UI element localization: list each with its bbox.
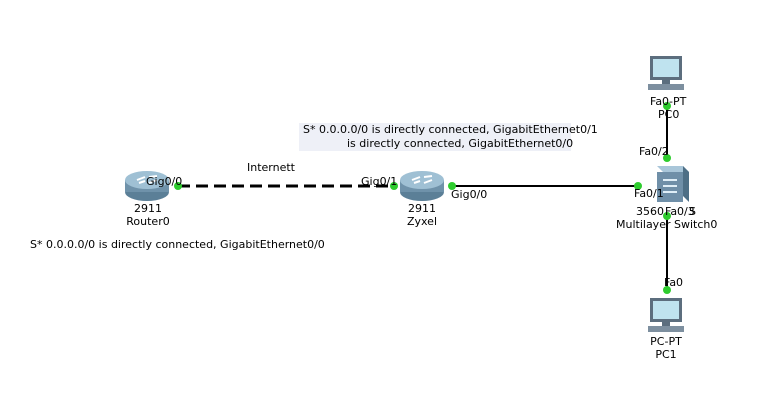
port-status-dot [448, 182, 456, 190]
router0-name: Router0 [126, 215, 170, 228]
switch-port-bottom-suffix: S [689, 205, 696, 218]
port-status-dot [663, 286, 671, 294]
zyxel-route-note: S* 0.0.0.0/0 is directly connected, Giga… [299, 123, 598, 151]
switch-port-top-label: Fa0/2 [639, 145, 669, 158]
zyxel-route-line1: S* 0.0.0.0/0 is directly connected, Giga… [303, 123, 598, 136]
pc0-model: Fa0-PT [650, 95, 687, 108]
switch-icon[interactable] [657, 166, 689, 202]
zyxel-port-right-label: Gig0/0 [451, 188, 488, 201]
pc1-name: PC1 [655, 348, 677, 361]
router-icon[interactable] [125, 171, 169, 201]
switch-model: 3560 [636, 205, 664, 218]
router0-model: 2911 [134, 202, 162, 215]
router0-route-note: S* 0.0.0.0/0 is directly connected, Giga… [30, 238, 325, 251]
pc-icon[interactable] [648, 56, 684, 90]
router-icon[interactable] [400, 171, 444, 201]
port-status-dot [390, 182, 398, 190]
pc-icon[interactable] [648, 298, 684, 332]
zyxel-name: Zyxel [406, 215, 438, 228]
port-status-dot [634, 182, 642, 190]
router0-port-label: Gig0/0 [146, 175, 183, 188]
port-status-dot [663, 102, 671, 110]
switch-name: Multilayer Switch0 [616, 218, 718, 231]
port-status-dot [174, 182, 182, 190]
port-status-dot [663, 212, 671, 220]
zyxel-port-left-label: Gig0/1 [361, 175, 398, 188]
port-status-dot [663, 154, 671, 162]
switch-port-left-label: Fa0/1 [634, 187, 664, 200]
internet-link-label: Internett [247, 161, 295, 174]
pc1-port-label: Fa0 [664, 276, 684, 289]
zyxel-route-line2: is directly connected, GigabitEthernet0/… [347, 137, 574, 150]
pc1-model: PC-PT [650, 335, 682, 348]
switch-port-bottom-label: Fa0/3 [665, 205, 695, 218]
pc0-name: PC0 [658, 108, 680, 121]
zyxel-model: 2911 [408, 202, 436, 215]
